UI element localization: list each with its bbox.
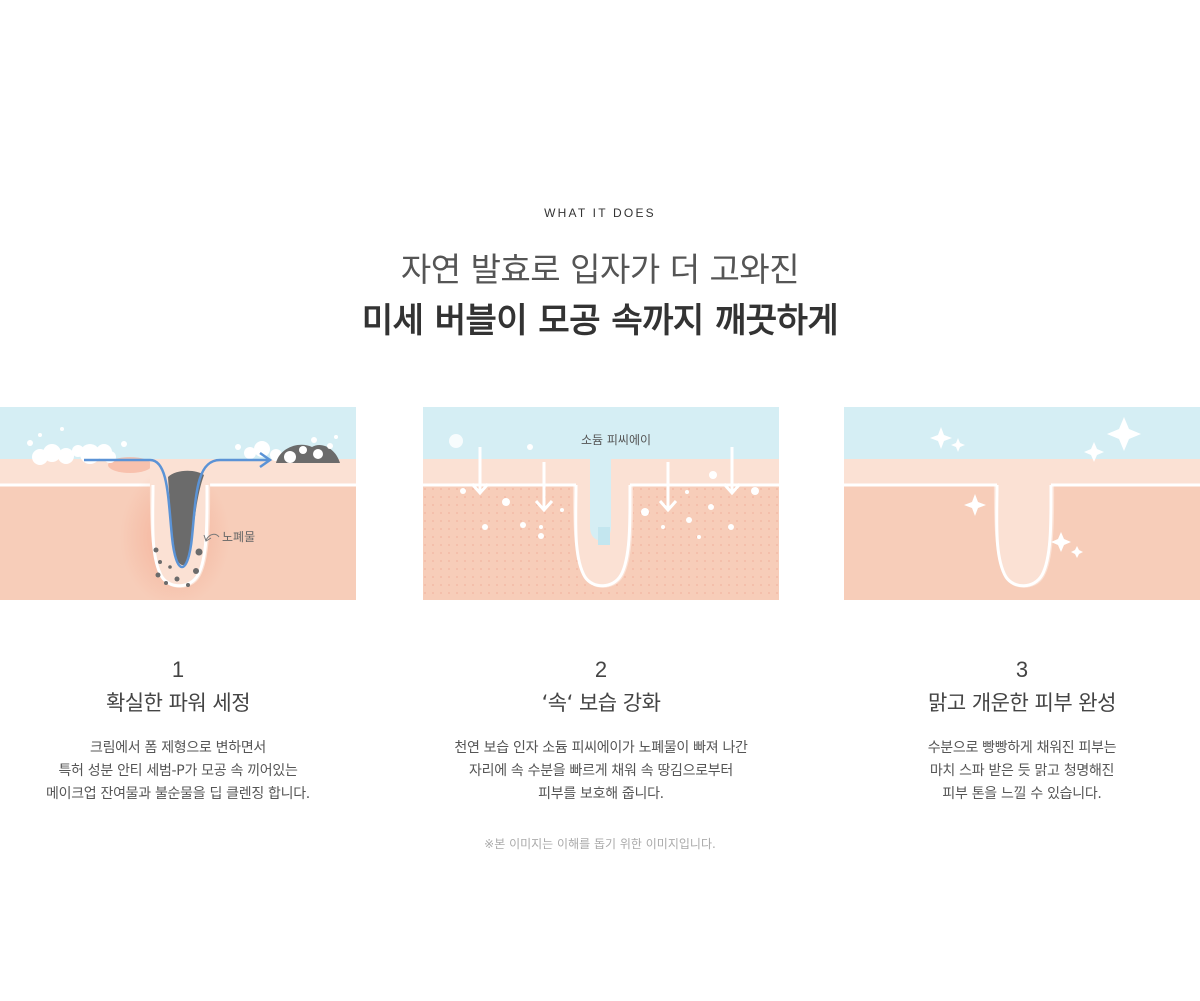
image-disclaimer: ※본 이미지는 이해를 돕기 위한 이미지입니다. [484, 837, 716, 851]
step-title: 맑고 개운한 피부 완성 [928, 691, 1116, 715]
sodium-pca-label: 소듐 피씨에이 [581, 433, 651, 447]
section-title-line1: 자연 발효로 입자가 더 고와진 [400, 250, 800, 289]
step-number: 3 [1015, 657, 1029, 682]
section-title-line2: 미세 버블이 모공 속까지 깨끗하게 [361, 301, 839, 341]
step-number: 1 [171, 657, 185, 682]
section-eyebrow: WHAT IT DOES [544, 206, 656, 220]
step-number: 2 [594, 657, 608, 682]
step-description: 수분으로 빵빵하게 채워진 피부는 마치 스파 받은 듯 맑고 청명해진 피부 … [927, 740, 1117, 802]
feature-card-3: 3 맑고 개운한 피부 완성 수분으로 빵빵하게 채워진 피부는 마치 스파 받… [844, 407, 1200, 802]
clear-skin-illustration [844, 407, 1200, 600]
cleansing-illustration: 노폐물 [0, 407, 356, 600]
sparkle-icon [930, 417, 1141, 558]
step-title: ‘속‘ 보습 강화 [541, 691, 661, 715]
step-description: 천연 보습 인자 소듐 피씨에이가 노폐물이 빠져 나간 자리에 속 수분을 빠… [454, 740, 748, 802]
feature-card-2: 소듐 피씨에이 2 ‘속‘ 보습 강화 천연 보습 인자 소듐 피씨에이가 노폐… [423, 407, 779, 802]
step-title: 확실한 파워 세정 [105, 691, 251, 715]
moisture-illustration: 소듐 피씨에이 [423, 407, 779, 600]
step-description: 크림에서 폼 제형으로 변하면서 특허 성분 안티 세범-P가 모공 속 끼어있… [46, 740, 310, 802]
waste-label: 노폐물 [222, 530, 255, 544]
feature-card-1: 노폐물 1 확실한 파워 세정 크림에서 폼 제형으로 변하면서 특허 성분 안… [0, 407, 356, 802]
